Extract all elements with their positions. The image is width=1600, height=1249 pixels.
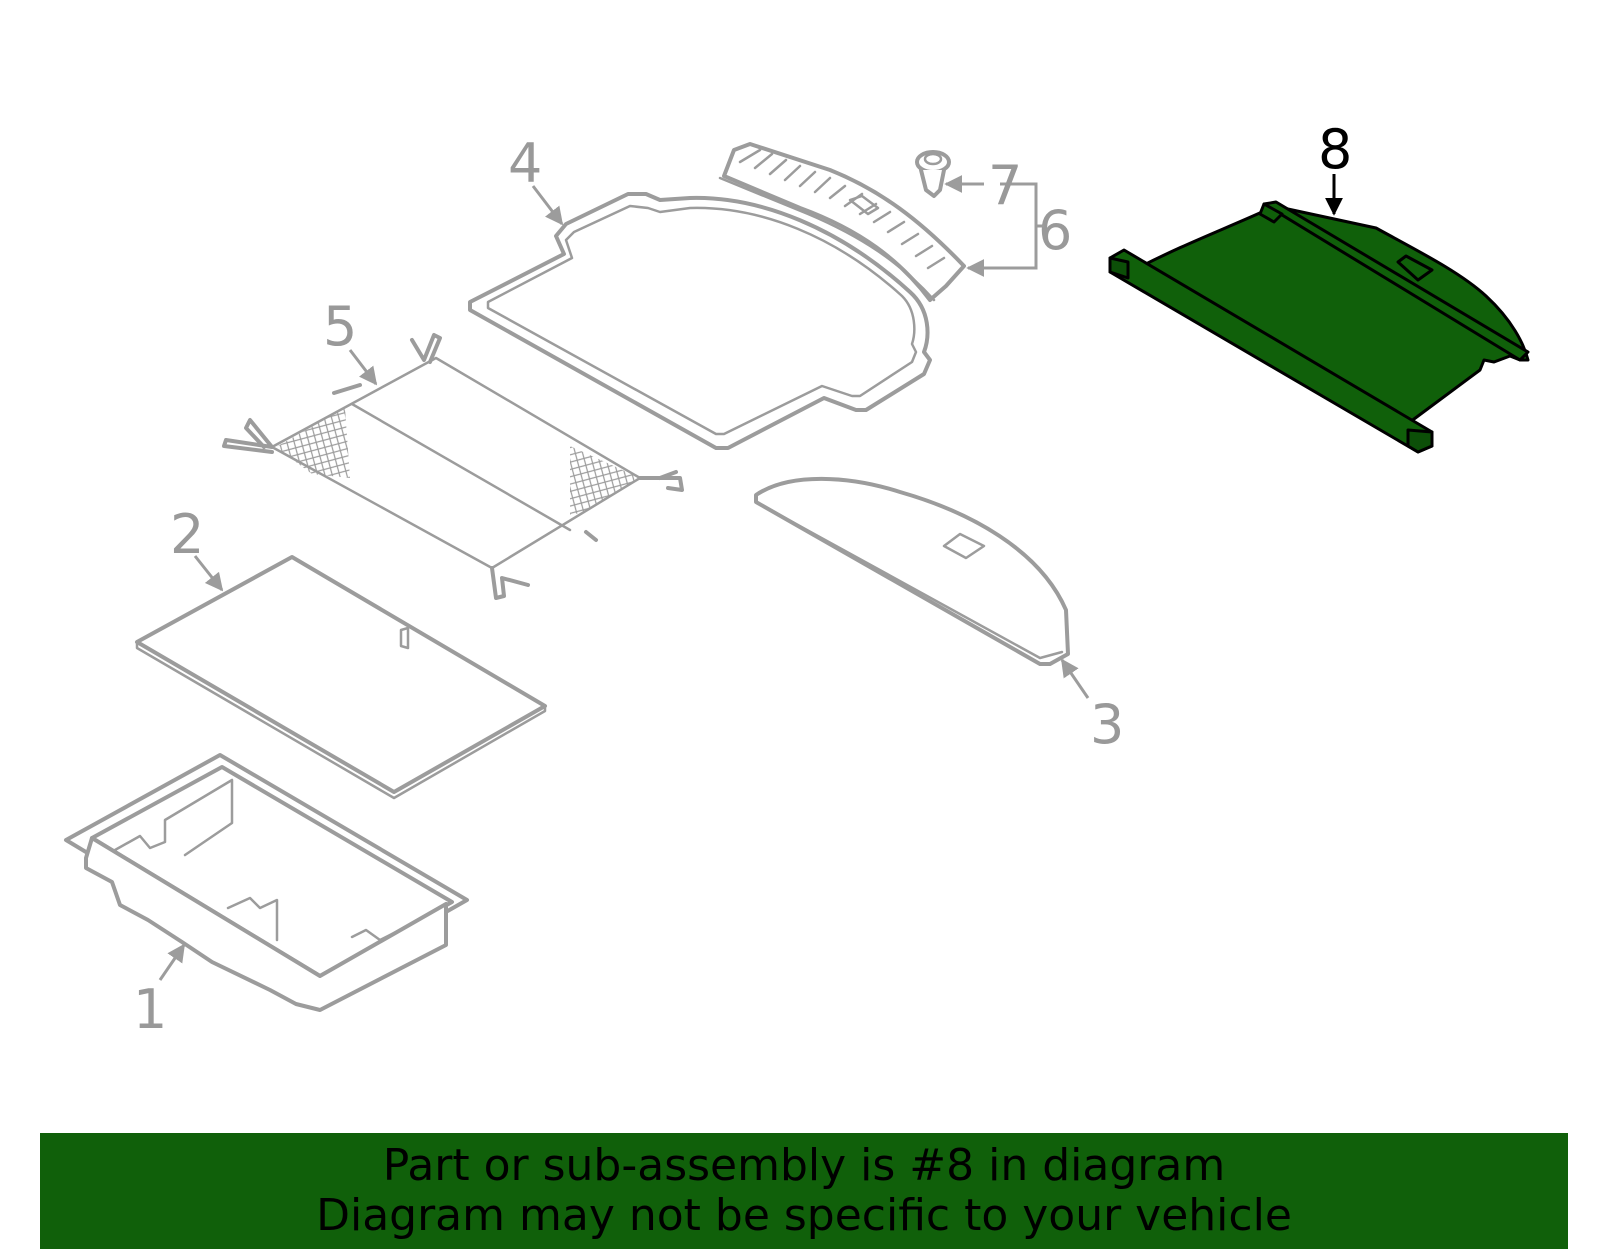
part-2-floor-panel (135, 555, 547, 800)
part-5-cargo-net (222, 333, 684, 600)
callout-5: 5 (323, 295, 357, 358)
part-6-sill-plate (718, 142, 966, 302)
callout-4: 4 (508, 132, 542, 195)
leader-4 (531, 185, 564, 226)
part-3-cover-shelf (754, 476, 1070, 666)
banner-line-2: Diagram may not be specific to your vehi… (316, 1190, 1292, 1241)
part-8-cargo-cover-highlighted (1108, 200, 1530, 454)
callout-2: 2 (170, 503, 204, 566)
banner-line-1: Part or sub-assembly is #8 in diagram (382, 1140, 1226, 1191)
callout-1: 1 (133, 978, 167, 1041)
info-banner: Part or sub-assembly is #8 in diagram Di… (40, 1133, 1568, 1249)
callout-8: 8 (1318, 118, 1352, 181)
callout-7: 7 (988, 154, 1022, 217)
leader-3 (1060, 658, 1090, 699)
part-1-storage-tray (64, 753, 469, 1012)
leader-1 (158, 943, 186, 981)
part-4-trunk-mat (468, 192, 932, 450)
leader-5 (348, 349, 378, 386)
callout-3: 3 (1090, 693, 1124, 756)
leader-2 (193, 555, 224, 592)
callout-6: 6 (1038, 199, 1072, 262)
part-7-clip (915, 150, 951, 198)
